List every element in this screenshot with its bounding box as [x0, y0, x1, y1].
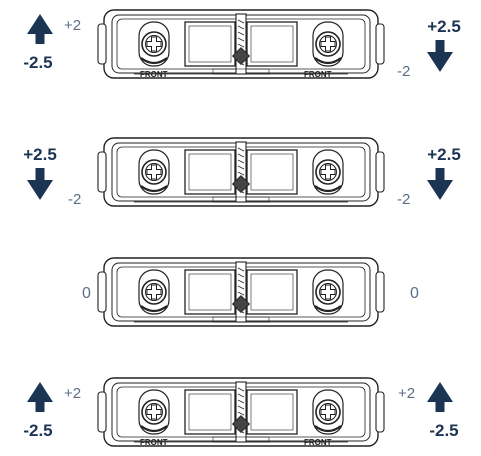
stabilizer-housing-icon: FRONT FRONT: [97, 9, 385, 79]
screw-head-icon: [312, 149, 344, 195]
left-primary-label: +2: [64, 17, 81, 34]
screw-head-icon: [312, 389, 344, 435]
left-primary-label: 0: [82, 285, 91, 302]
stabilizer-housing-icon: FRONT FRONT: [97, 377, 385, 447]
arrow-up-icon: [427, 382, 453, 412]
adjustment-row: FRONT FRONT +2 -2.5 +2 -2.5: [23, 377, 459, 447]
screw-head-icon: [138, 389, 170, 435]
left-secondary-label: -2.5: [23, 421, 52, 440]
right-secondary-label: -2.5: [429, 421, 458, 440]
screw-head-icon: [138, 269, 170, 315]
left-secondary-label: -2.5: [23, 53, 52, 72]
front-stamp: FRONT: [304, 438, 332, 447]
adjustment-row: +2.5 -2 +2.5 -2: [23, 137, 461, 208]
arrow-up-icon: [27, 14, 53, 44]
left-primary-label: +2.5: [23, 145, 57, 164]
screw-head-icon: [138, 21, 170, 67]
right-primary-label: +2.5: [427, 145, 461, 164]
front-stamp: FRONT: [140, 70, 168, 79]
front-stamp: FRONT: [304, 70, 332, 79]
left-primary-label: +2: [64, 385, 81, 402]
arrow-down-icon: [427, 40, 453, 72]
right-secondary-label: -2: [397, 63, 410, 80]
right-primary-label: +2: [398, 385, 415, 402]
right-primary-label: +2.5: [427, 17, 461, 36]
screw-head-icon: [312, 21, 344, 67]
stabilizer-housing-icon: [97, 137, 385, 207]
screw-head-icon: [312, 269, 344, 315]
screw-head-icon: [138, 149, 170, 195]
left-secondary-label: -2: [68, 191, 81, 208]
stabilizer-housing-icon: [97, 257, 385, 327]
arrow-up-icon: [27, 382, 53, 412]
arrow-down-icon: [27, 168, 53, 200]
front-stamp: FRONT: [140, 438, 168, 447]
right-secondary-label: -2: [397, 191, 410, 208]
arrow-down-icon: [427, 168, 453, 200]
adjustment-row: FRONT FRONT +2 -2.5 +2.5 -2: [23, 9, 461, 80]
right-primary-label: 0: [410, 285, 419, 302]
